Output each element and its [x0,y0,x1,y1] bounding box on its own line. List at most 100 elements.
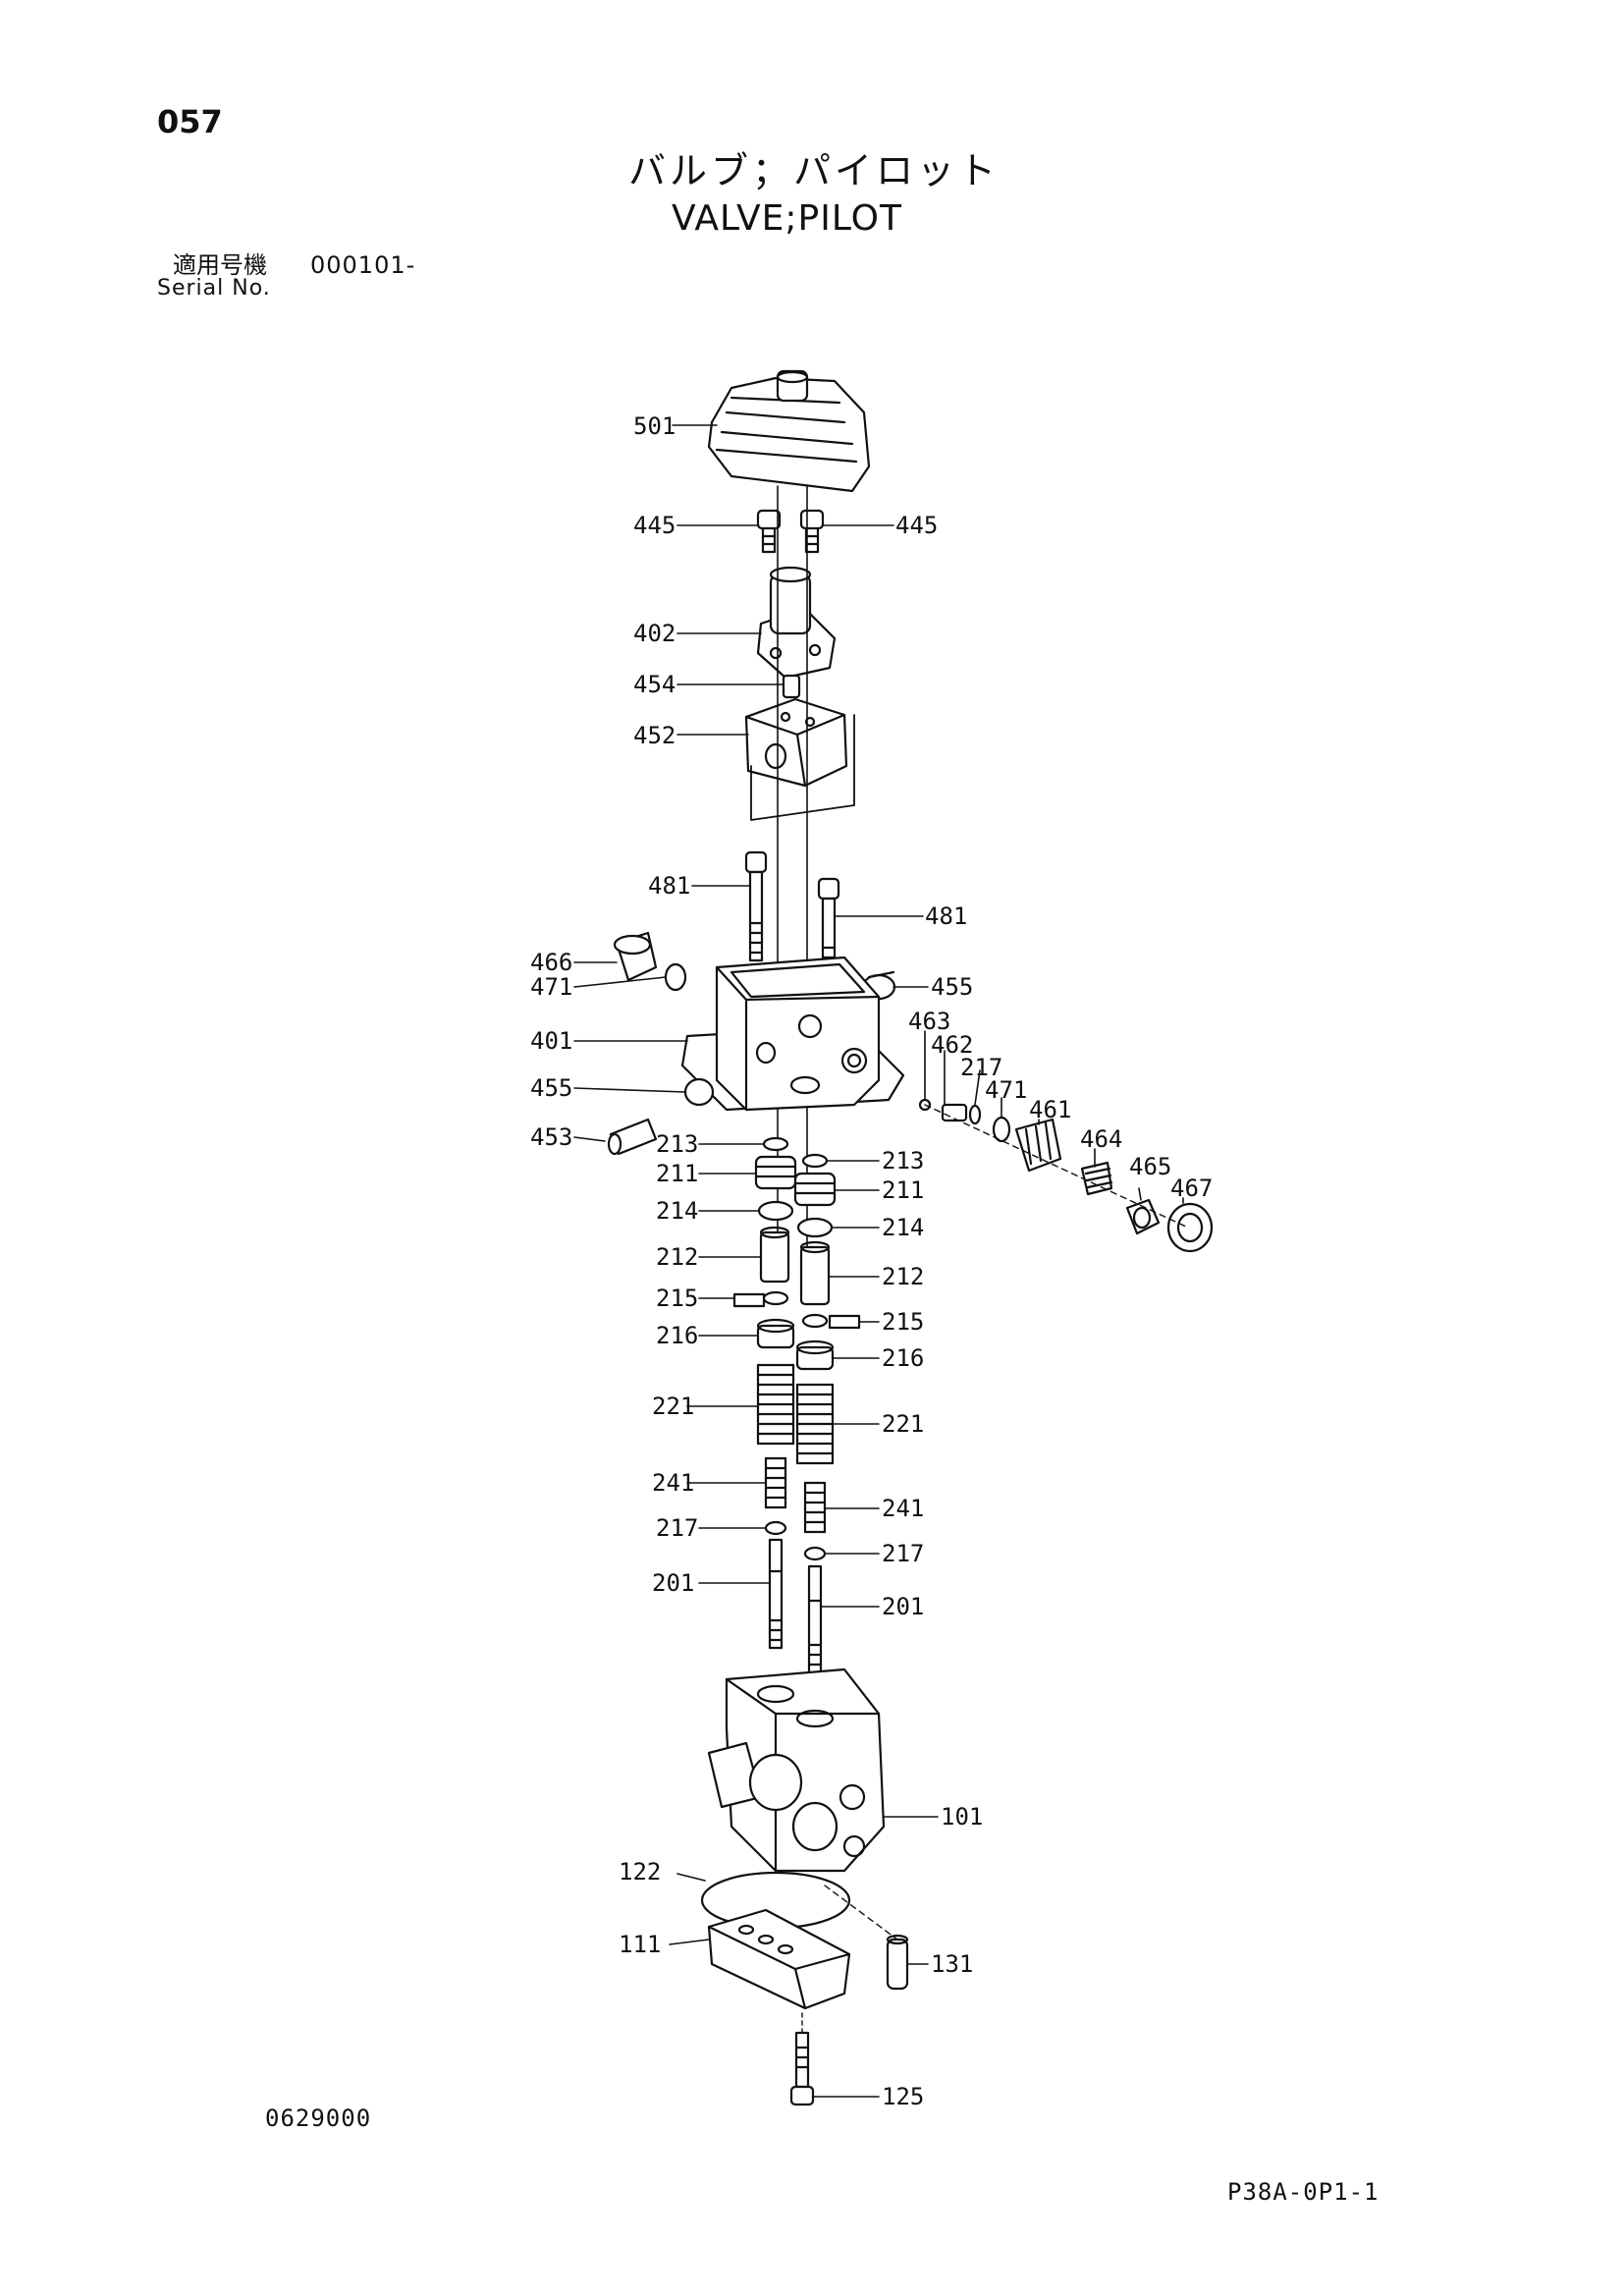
part-label-111: 111 [619,1931,661,1958]
fitting-part-461 [1014,1118,1062,1173]
plate-part-111 [707,1908,851,2010]
oring-part-217-left [764,1520,787,1536]
page-number: 057 [157,103,223,140]
spring-part-221-left [756,1363,795,1446]
oring-part-217-side [968,1104,982,1125]
drawing-code: 0629000 [265,2105,372,2132]
part-label-452: 452 [633,722,676,749]
part-label-215-right: 215 [882,1308,924,1336]
part-label-217-right: 217 [882,1540,924,1567]
part-label-471-left: 471 [530,973,572,1001]
part-label-201-right: 201 [882,1593,924,1620]
serial-label-english: Serial No. [157,276,271,301]
block-part-452 [744,697,848,788]
part-label-471-right: 471 [985,1076,1027,1104]
part-label-241-right: 241 [882,1495,924,1522]
part-label-463: 463 [908,1008,950,1035]
spool-part-201-left [768,1538,784,1650]
part-label-212-left: 212 [656,1243,698,1271]
title-english: VALVE;PILOT [672,198,902,239]
washer-part-213-left [762,1136,789,1152]
shim-part-215-right [828,1314,861,1330]
part-label-481-left: 481 [648,872,690,900]
part-label-454: 454 [633,671,676,698]
ring-part-215-right [801,1313,829,1329]
part-label-217-left: 217 [656,1514,698,1542]
ring-part-215-left [762,1290,789,1306]
part-label-211-right: 211 [882,1176,924,1204]
part-label-445-right: 445 [895,512,938,539]
part-label-216-left: 216 [656,1322,698,1349]
bush-part-212-right [799,1240,831,1306]
part-label-213-right: 213 [882,1147,924,1175]
nut-part-465 [1125,1198,1161,1235]
oring-part-471-left [664,962,687,992]
seal-part-211-left [754,1155,797,1190]
serial-label-japanese: 適用号機 [173,251,267,279]
part-label-453: 453 [530,1123,572,1151]
part-label-461: 461 [1029,1096,1071,1123]
oring-part-217-right [803,1546,827,1561]
part-label-481-right: 481 [925,902,967,930]
part-label-221-right: 221 [882,1410,924,1438]
casing-part-401 [680,956,905,1112]
setscrew-part-454 [782,674,801,699]
part-label-212-right: 212 [882,1263,924,1290]
seat-part-462 [941,1103,968,1122]
part-label-211-left: 211 [656,1160,698,1187]
spring-part-221-right [795,1383,835,1465]
spring-part-241-right [803,1481,827,1534]
screw-part-445-right [799,509,825,554]
plug-part-466 [613,931,658,982]
part-label-464: 464 [1080,1125,1122,1153]
spring-part-464 [1080,1161,1113,1196]
part-label-201-left: 201 [652,1569,694,1597]
oring-part-214-right [796,1217,834,1238]
spring-part-241-left [764,1456,787,1509]
part-label-217-side: 217 [960,1054,1002,1081]
part-label-215-left: 215 [656,1285,698,1312]
part-label-221-left: 221 [652,1393,694,1420]
part-label-214-left: 214 [656,1197,698,1225]
boot-part-501 [707,369,871,493]
part-label-465: 465 [1129,1153,1171,1180]
part-label-216-right: 216 [882,1344,924,1372]
part-label-501: 501 [633,412,676,440]
part-label-401: 401 [530,1027,572,1055]
part-label-122: 122 [619,1858,661,1886]
part-label-101: 101 [941,1803,983,1831]
part-label-125: 125 [882,2083,924,2110]
part-label-466: 466 [530,949,572,976]
oring-part-214-left [757,1200,794,1222]
casing-part-101 [707,1667,886,1873]
bolt-part-481-left [744,850,768,962]
title-japanese: バルブ；パイロット [628,149,1001,192]
pin-part-131 [886,1934,909,1991]
part-label-214-right: 214 [882,1214,924,1241]
screw-part-445-left [756,509,782,554]
part-label-402: 402 [633,620,676,647]
part-label-445-left: 445 [633,512,676,539]
part-label-455-upper: 455 [931,973,973,1001]
seal-part-211-right [793,1172,837,1207]
plug-part-455-lower [683,1077,715,1107]
seat-part-216-right [795,1339,835,1371]
part-label-131: 131 [931,1950,973,1978]
plate-part-402 [756,566,837,680]
pin-part-453 [607,1118,658,1156]
seat-part-216-left [756,1318,795,1349]
spool-part-201-right [807,1564,823,1676]
bolt-part-125 [789,2031,815,2106]
shim-part-215-left [732,1292,766,1308]
part-label-455-lower: 455 [530,1074,572,1102]
bush-part-212-left [759,1226,790,1284]
part-label-467: 467 [1170,1175,1213,1202]
sheet-code: P38A-0P1-1 [1227,2178,1380,2206]
serial-value: 000101- [310,251,416,279]
cap-part-467 [1166,1202,1214,1253]
part-label-241-left: 241 [652,1469,694,1497]
part-label-213-left: 213 [656,1130,698,1158]
part-label-462: 462 [931,1031,973,1059]
washer-part-213-right [801,1153,829,1169]
